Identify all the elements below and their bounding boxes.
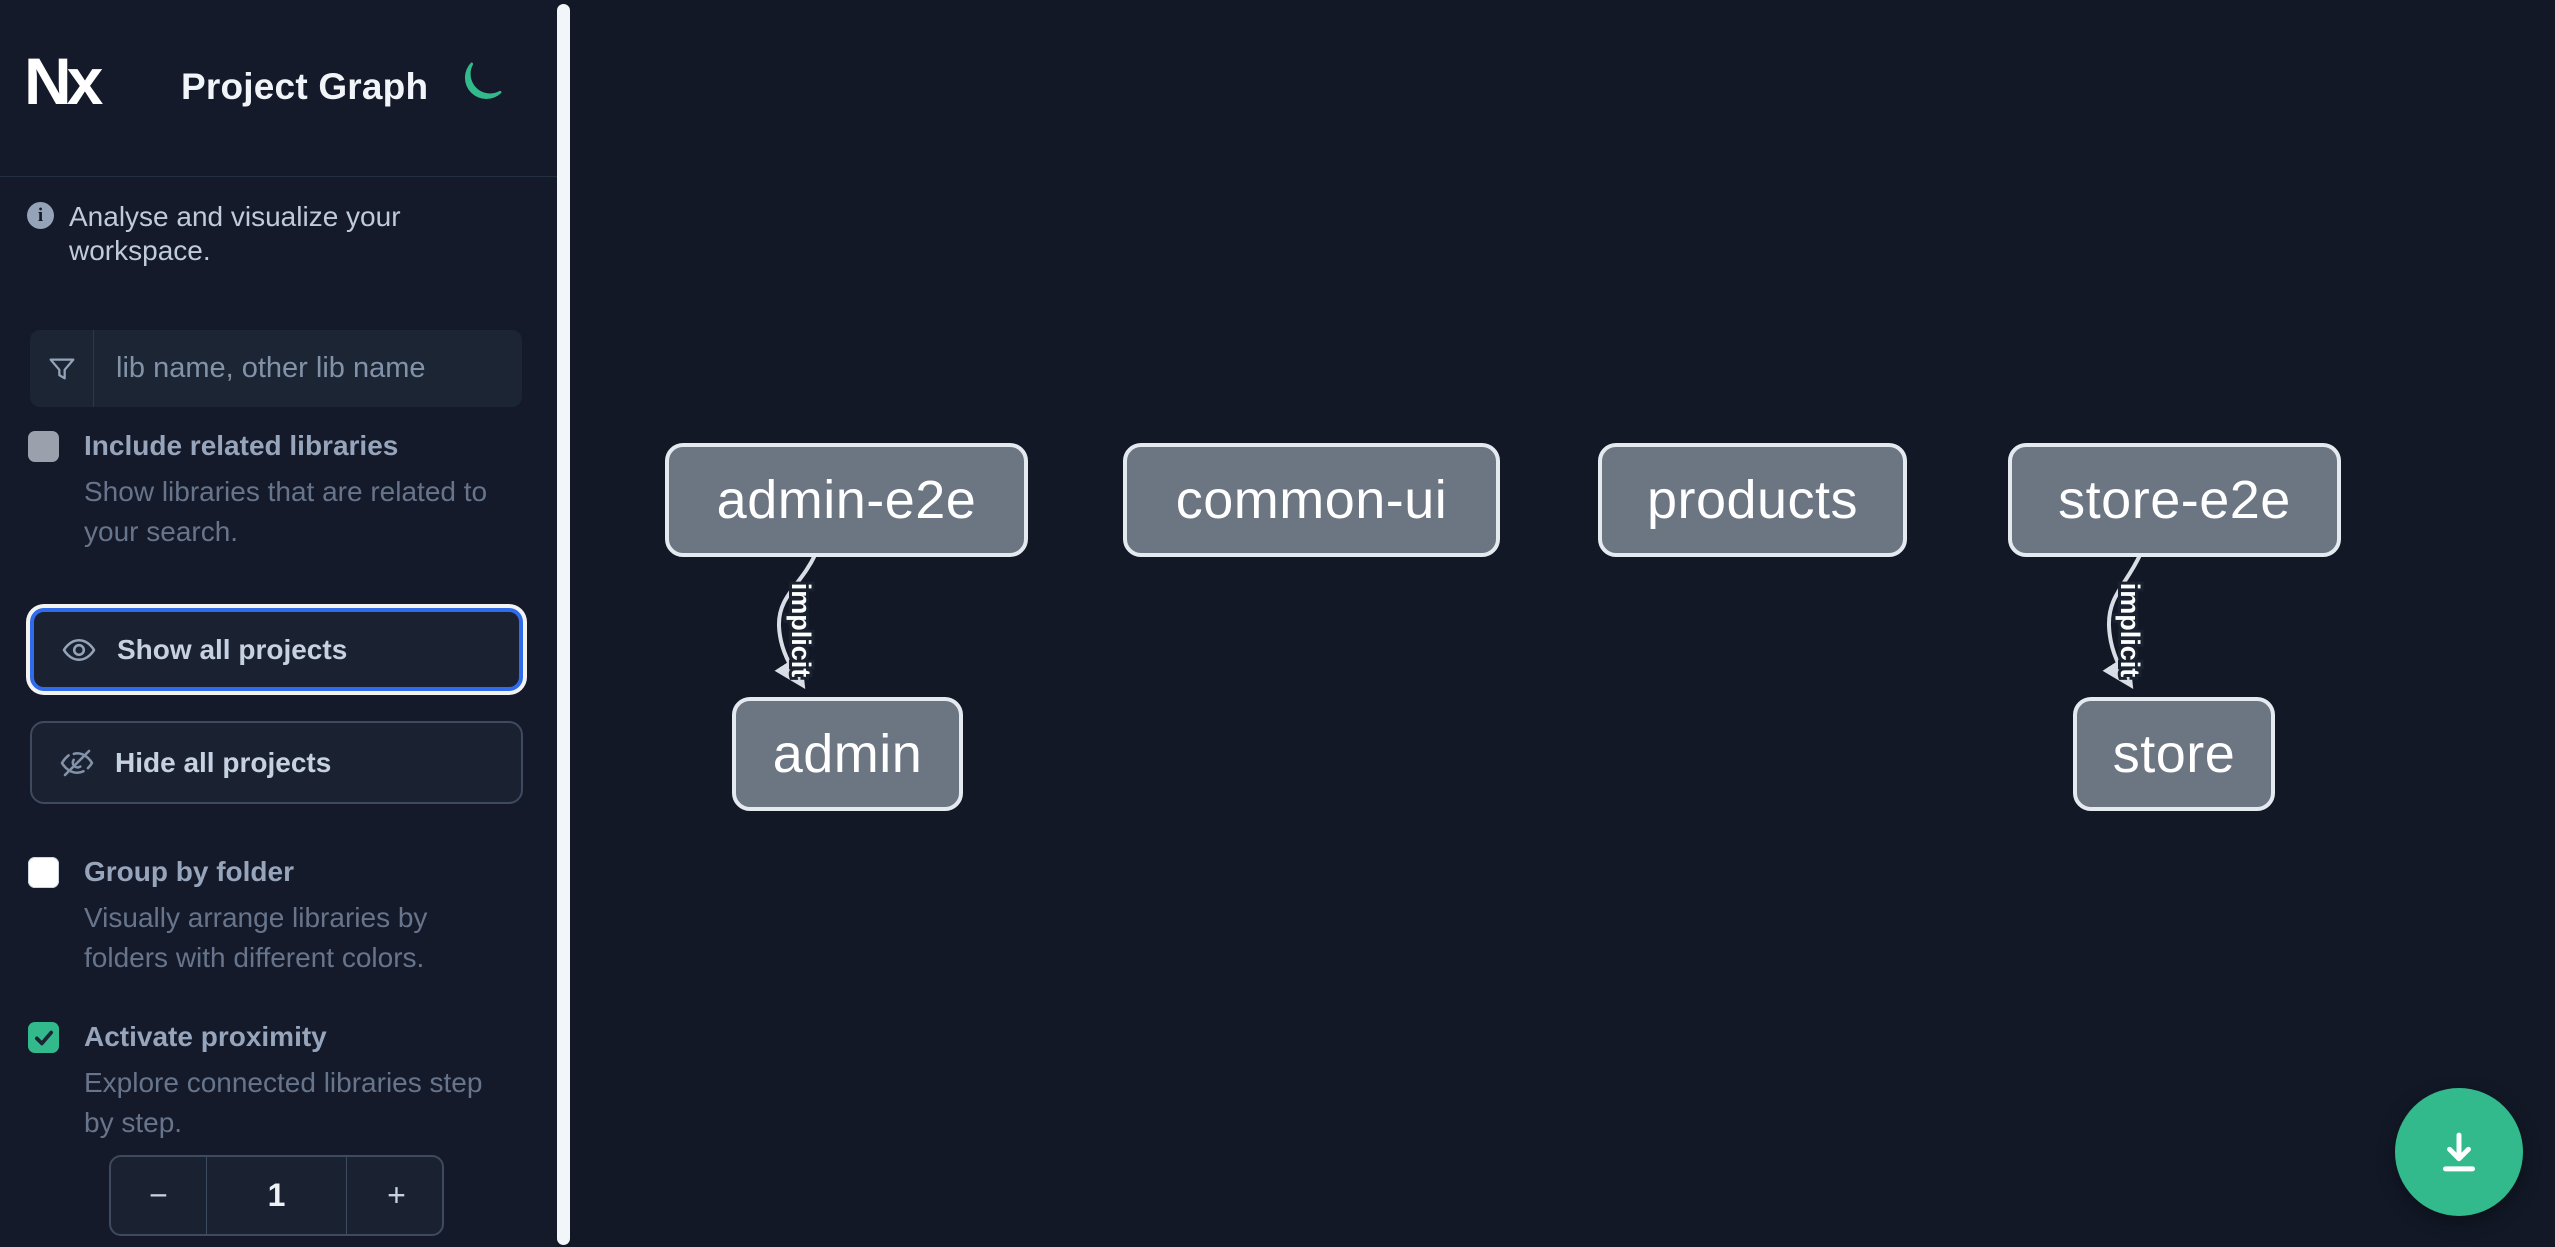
checkmark-icon bbox=[34, 1030, 53, 1045]
funnel-icon bbox=[30, 330, 94, 407]
sidebar: Nx Project Graph i Analyse and visualize… bbox=[0, 0, 557, 1247]
edge-store-e2e-to-store bbox=[2102, 554, 2142, 690]
download-graph-button[interactable] bbox=[2395, 1088, 2523, 1216]
decrement-button[interactable]: − bbox=[111, 1157, 207, 1234]
filter-box bbox=[30, 330, 522, 407]
workspace-info-text: Analyse and visualize your workspace. bbox=[69, 201, 401, 266]
node-label: store bbox=[2112, 724, 2236, 784]
group-by-folder-checkbox[interactable] bbox=[28, 857, 59, 888]
graph-canvas[interactable]: implicit implicit admin-e2e common-ui pr… bbox=[572, 0, 2555, 1247]
node-label: admin bbox=[772, 724, 923, 784]
project-node-store-e2e[interactable]: store-e2e bbox=[2008, 443, 2341, 557]
info-icon: i bbox=[27, 202, 54, 229]
graph-edges: implicit implicit bbox=[774, 554, 2148, 690]
group-by-folder-row: Group by folder Visually arrange librari… bbox=[28, 855, 528, 978]
page-title: Project Graph bbox=[181, 66, 429, 107]
node-label: products bbox=[1646, 470, 1859, 530]
node-label: store-e2e bbox=[2058, 470, 2291, 530]
download-icon bbox=[2432, 1125, 2486, 1179]
hide-all-projects-label: Hide all projects bbox=[115, 746, 332, 778]
moon-icon bbox=[456, 60, 504, 108]
include-related-description: Show libraries that are related to your … bbox=[84, 476, 488, 547]
increment-button[interactable]: + bbox=[346, 1157, 442, 1234]
node-label: admin-e2e bbox=[716, 470, 977, 530]
project-node-admin-e2e[interactable]: admin-e2e bbox=[665, 443, 1028, 557]
node-label: common-ui bbox=[1175, 470, 1448, 530]
group-by-folder-label: Group by folder bbox=[84, 856, 294, 887]
nx-logo: Nx bbox=[24, 44, 103, 118]
group-by-folder-description: Visually arrange libraries by folders wi… bbox=[84, 902, 428, 973]
sidebar-scrollbar[interactable] bbox=[557, 4, 570, 1245]
eye-off-icon bbox=[59, 745, 95, 781]
show-all-projects-label: Show all projects bbox=[117, 633, 348, 665]
proximity-depth-stepper: − 1 + bbox=[109, 1155, 444, 1236]
include-related-checkbox[interactable] bbox=[28, 431, 59, 462]
activate-proximity-label: Activate proximity bbox=[84, 1021, 327, 1052]
show-all-projects-button[interactable]: Show all projects bbox=[30, 608, 523, 691]
hide-all-projects-button[interactable]: Hide all projects bbox=[30, 721, 523, 804]
theme-toggle-button[interactable] bbox=[452, 56, 508, 112]
project-node-store[interactable]: store bbox=[2073, 697, 2275, 811]
project-node-admin[interactable]: admin bbox=[732, 697, 963, 811]
include-related-label: Include related libraries bbox=[84, 430, 399, 461]
eye-icon bbox=[61, 632, 97, 668]
sidebar-header: Nx Project Graph bbox=[0, 0, 557, 177]
edge-label-implicit: implicit bbox=[786, 583, 816, 678]
workspace-info: i Analyse and visualize your workspace. bbox=[27, 200, 527, 268]
project-node-products[interactable]: products bbox=[1598, 443, 1907, 557]
proximity-depth-value: 1 bbox=[267, 1177, 286, 1213]
edge-label-implicit: implicit bbox=[2115, 583, 2145, 678]
project-node-common-ui[interactable]: common-ui bbox=[1123, 443, 1500, 557]
activate-proximity-description: Explore connected libraries step by step… bbox=[84, 1067, 483, 1138]
activate-proximity-row: Activate proximity Explore connected lib… bbox=[28, 1020, 528, 1143]
edge-admin-e2e-to-admin bbox=[774, 554, 817, 690]
filter-input[interactable] bbox=[94, 330, 522, 407]
include-related-row: Include related libraries Show libraries… bbox=[28, 429, 528, 552]
activate-proximity-checkbox[interactable] bbox=[28, 1022, 59, 1053]
